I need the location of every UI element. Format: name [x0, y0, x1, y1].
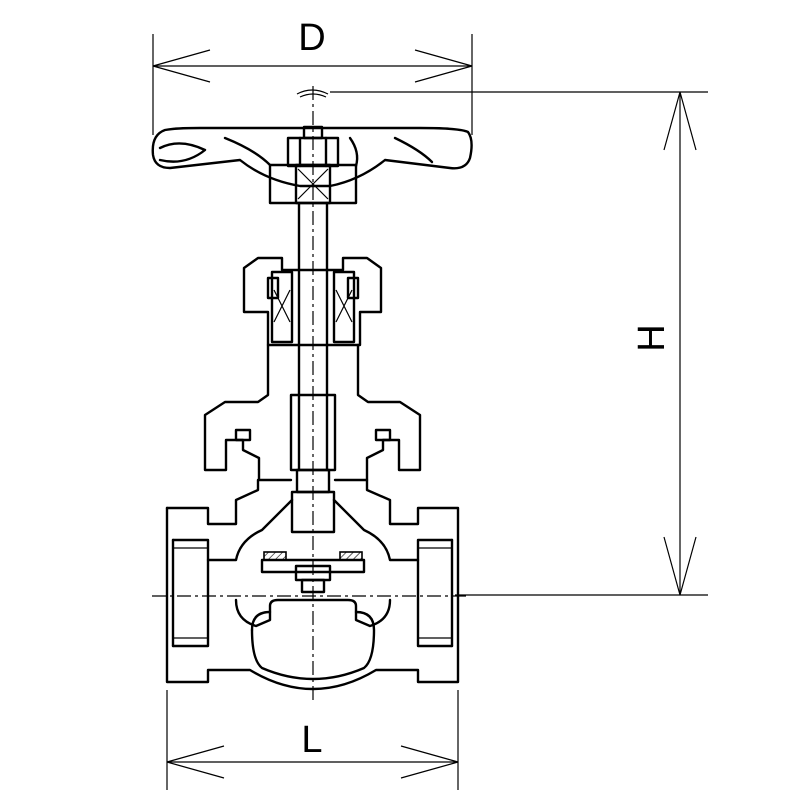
dimension-d-label: D	[298, 17, 325, 59]
dimension-d: D	[152, 17, 473, 135]
handwheel	[151, 89, 473, 205]
valve-body	[165, 478, 460, 691]
dimension-h-label: H	[631, 324, 673, 351]
dimension-l-label: L	[301, 719, 322, 761]
centerlines	[152, 86, 470, 700]
dimension-h: H	[330, 91, 708, 596]
bonnet	[203, 343, 422, 482]
dimension-l: L	[166, 690, 459, 790]
valve-stem	[289, 201, 337, 534]
packing-gland	[242, 256, 383, 347]
